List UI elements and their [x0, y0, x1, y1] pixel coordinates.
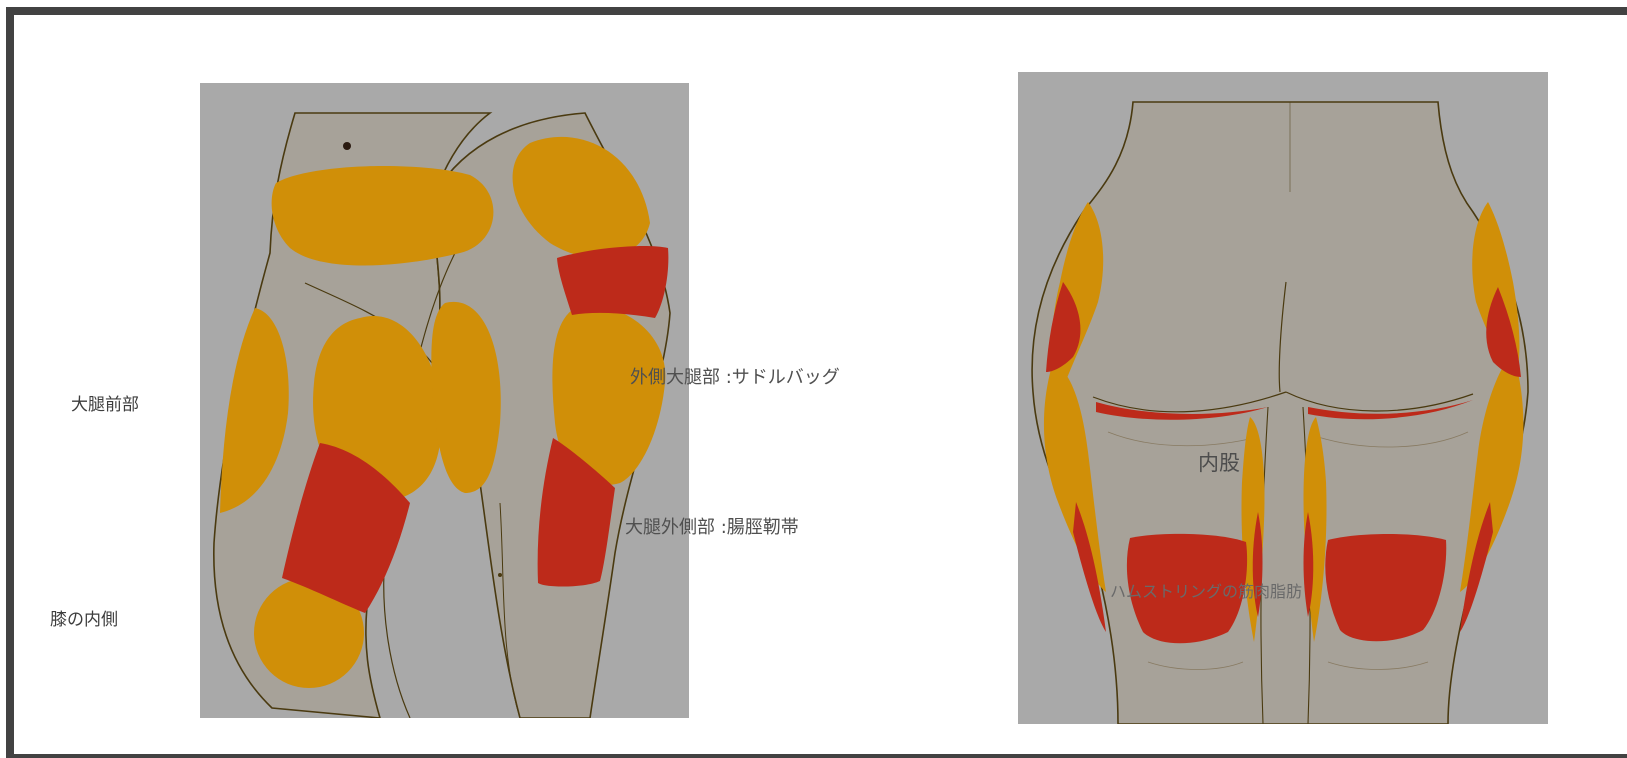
label-inner-knee: 膝の内側: [50, 612, 118, 629]
upper-left-hip-zone: [272, 166, 494, 266]
label-inner-thigh: 内股: [1198, 453, 1240, 474]
back-legs-illustration: [1018, 72, 1548, 724]
front-legs-illustration: [200, 83, 689, 718]
navel-dot: [343, 142, 351, 150]
label-front-thigh: 大腿前部: [71, 397, 139, 414]
label-hamstring-fat: ハムストリングの筋肉脂肪: [1110, 584, 1302, 600]
label-outer-thigh-saddlebag: 外側大腿部 :サドルバッグ: [630, 369, 840, 387]
label-outer-thigh-itband: 大腿外側部 :腸脛靭帯: [625, 519, 799, 537]
outer-thigh-red-zone-upper: [557, 246, 668, 318]
